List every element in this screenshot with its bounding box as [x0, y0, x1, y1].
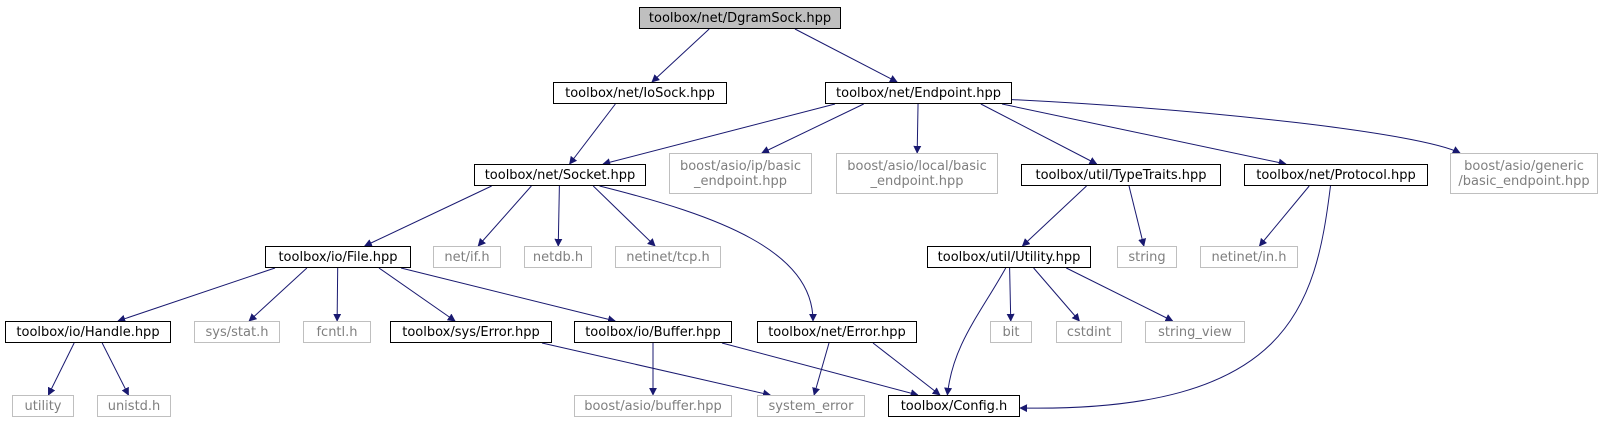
node-label: toolbox/Config.h	[900, 398, 1008, 414]
node-netinet-in[interactable]: netinet/in.h	[1200, 246, 1298, 268]
edge-utility_hpp-to-bit	[1006, 267, 1015, 322]
node-label: sys/stat.h	[205, 324, 269, 340]
node-label: system_error	[768, 398, 854, 414]
node-label: netinet/tcp.h	[626, 249, 710, 265]
node-bit[interactable]: bit	[990, 321, 1032, 343]
node-netinet-tcp[interactable]: netinet/tcp.h	[615, 246, 721, 268]
node-label: toolbox/net/IoSock.hpp	[565, 85, 715, 101]
edge-endpoint-to-asio_ip	[761, 103, 864, 154]
edge-endpoint-to-asio_generic	[1011, 99, 1461, 154]
edge-file-to-sys_error	[378, 267, 456, 322]
node-dgramsock: toolbox/net/DgramSock.hpp	[639, 7, 841, 29]
node-iosock[interactable]: toolbox/net/IoSock.hpp	[553, 82, 727, 104]
node-label: toolbox/net/Protocol.hpp	[1256, 167, 1416, 183]
node-asio-ip[interactable]: boost/asio/ip/basic _endpoint.hpp	[669, 153, 812, 194]
node-label: net/if.h	[444, 249, 490, 265]
edge-socket-to-netdb	[554, 185, 563, 247]
node-net-if[interactable]: net/if.h	[433, 246, 501, 268]
node-string-view[interactable]: string_view	[1145, 321, 1245, 343]
node-net-error[interactable]: toolbox/net/Error.hpp	[757, 321, 917, 343]
node-label: unistd.h	[107, 398, 161, 414]
node-label: utility	[24, 398, 62, 414]
edge-iosock-to-socket	[569, 103, 616, 165]
edge-protocol-to-netinet_in	[1258, 185, 1310, 247]
node-label: fcntl.h	[316, 324, 358, 340]
edge-utility_hpp-to-cstdint	[1033, 267, 1080, 322]
edge-typetraits-to-string	[1128, 185, 1147, 247]
node-label: boost/asio/local/basic _endpoint.hpp	[847, 158, 987, 189]
edge-typetraits-to-utility_hpp	[1021, 185, 1087, 247]
edge-endpoint-to-protocol	[1001, 103, 1287, 167]
edge-utility_hpp-to-config	[944, 267, 1007, 396]
node-protocol[interactable]: toolbox/net/Protocol.hpp	[1244, 164, 1428, 186]
node-label: toolbox/net/Error.hpp	[768, 324, 906, 340]
node-label: boost/asio/ip/basic _endpoint.hpp	[679, 158, 802, 189]
edge-socket-to-net_if	[477, 185, 532, 247]
edge-dgramsock-to-iosock	[651, 28, 710, 83]
edge-utility_hpp-to-string_view	[1066, 267, 1174, 322]
node-utility-hpp[interactable]: toolbox/util/Utility.hpp	[927, 246, 1091, 268]
node-typetraits[interactable]: toolbox/util/TypeTraits.hpp	[1021, 164, 1221, 186]
node-label: boost/asio/generic /basic_endpoint.hpp	[1458, 158, 1590, 189]
node-label: toolbox/util/Utility.hpp	[937, 249, 1081, 265]
edge-socket-to-netinet_tcp	[592, 185, 656, 247]
edge-dgramsock-to-endpoint	[794, 28, 898, 83]
node-config[interactable]: toolbox/Config.h	[888, 395, 1020, 417]
node-label: boost/asio/buffer.hpp	[584, 398, 722, 414]
edge-socket-to-net_error	[599, 185, 817, 322]
edge-net_error-to-config	[872, 342, 941, 396]
edge-protocol-to-config	[1019, 185, 1331, 413]
edge-sys_error-to-system_error	[541, 342, 771, 398]
node-label: toolbox/net/DgramSock.hpp	[648, 10, 832, 26]
node-label: toolbox/sys/Error.hpp	[402, 324, 540, 340]
edge-net_error-to-system_error	[812, 342, 830, 396]
node-cstdint[interactable]: cstdint	[1056, 321, 1122, 343]
node-fcntl[interactable]: fcntl.h	[303, 321, 371, 343]
node-sys-error[interactable]: toolbox/sys/Error.hpp	[390, 321, 552, 343]
node-system-error[interactable]: system_error	[757, 395, 865, 417]
node-label: toolbox/io/File.hpp	[278, 249, 398, 265]
node-label: cstdint	[1066, 324, 1112, 340]
node-label: netdb.h	[532, 249, 584, 265]
node-label: toolbox/io/Buffer.hpp	[585, 324, 721, 340]
node-label: toolbox/util/TypeTraits.hpp	[1035, 167, 1207, 183]
node-string[interactable]: string	[1117, 246, 1177, 268]
edge-file-to-sys_stat	[248, 267, 308, 322]
edge-endpoint-to-typetraits	[980, 103, 1098, 165]
node-asio-local[interactable]: boost/asio/local/basic _endpoint.hpp	[836, 153, 998, 194]
edge-endpoint-to-asio_local	[913, 103, 922, 154]
node-file[interactable]: toolbox/io/File.hpp	[265, 246, 411, 268]
node-label: toolbox/io/Handle.hpp	[16, 324, 160, 340]
edge-handle-to-utility	[47, 342, 75, 396]
node-label: bit	[1002, 324, 1020, 340]
edge-endpoint-to-socket	[602, 103, 836, 167]
node-utility[interactable]: utility	[12, 395, 74, 417]
edge-handle-to-unistd	[101, 342, 129, 396]
node-label: string	[1128, 249, 1166, 265]
node-label: toolbox/net/Socket.hpp	[484, 167, 636, 183]
node-sys-stat[interactable]: sys/stat.h	[194, 321, 280, 343]
node-endpoint[interactable]: toolbox/net/Endpoint.hpp	[825, 82, 1012, 104]
node-buffer[interactable]: toolbox/io/Buffer.hpp	[574, 321, 732, 343]
node-handle[interactable]: toolbox/io/Handle.hpp	[5, 321, 171, 343]
node-asio-generic[interactable]: boost/asio/generic /basic_endpoint.hpp	[1450, 153, 1598, 194]
edge-socket-to-file	[363, 185, 492, 247]
node-netdb[interactable]: netdb.h	[524, 246, 592, 268]
node-label: toolbox/net/Endpoint.hpp	[836, 85, 1001, 101]
node-label: string_view	[1158, 324, 1232, 340]
node-label: netinet/in.h	[1211, 249, 1287, 265]
edge-file-to-fcntl	[333, 267, 342, 322]
node-asio-buffer[interactable]: boost/asio/buffer.hpp	[574, 395, 732, 417]
edge-file-to-buffer	[400, 267, 616, 324]
edge-buffer-to-config	[721, 342, 919, 398]
node-unistd[interactable]: unistd.h	[97, 395, 171, 417]
edge-file-to-handle	[117, 267, 276, 323]
node-socket[interactable]: toolbox/net/Socket.hpp	[474, 164, 646, 186]
